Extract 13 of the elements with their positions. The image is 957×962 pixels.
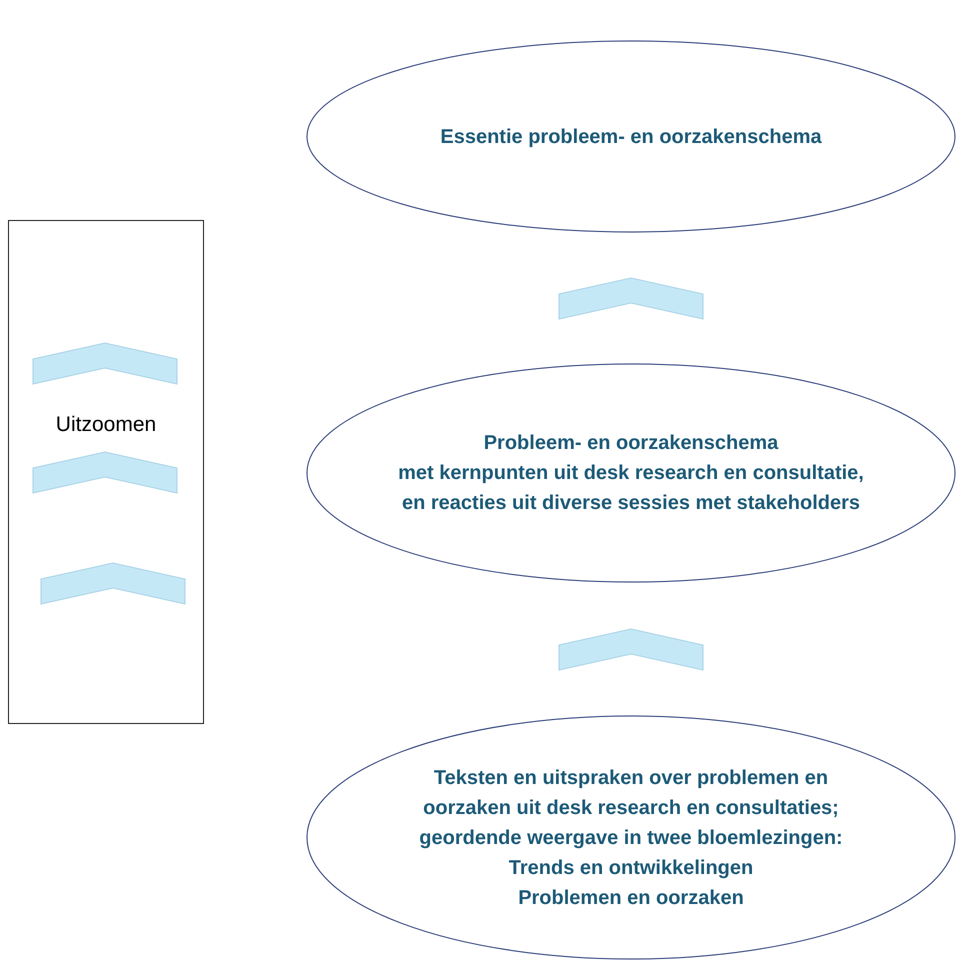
node-text: Essentie probleem- en oorzakenschema <box>440 124 822 150</box>
ellipse-node <box>306 715 956 960</box>
label-text: Uitzoomen <box>54 412 158 438</box>
node-text: met kernpunten uit desk research en consultatie, en reacties uit diverse sessies met stakeholders <box>397 461 865 516</box>
node-text: Teksten en uitspraken over problemen en oorzaken uit desk research en consultaties; geordende weergave in twee bloemlezingen: <box>418 766 844 850</box>
chevron-arrow <box>558 277 704 320</box>
node-text: Trends en ontwikkelingen <box>508 856 754 880</box>
node-text: Probleem- en oorzakenschema <box>484 431 778 456</box>
frame-box <box>8 220 204 724</box>
ellipse-node <box>306 363 956 583</box>
chevron-arrow <box>558 628 704 671</box>
ellipse-node <box>306 40 956 233</box>
node-text: Problemen en oorzaken <box>518 886 744 910</box>
